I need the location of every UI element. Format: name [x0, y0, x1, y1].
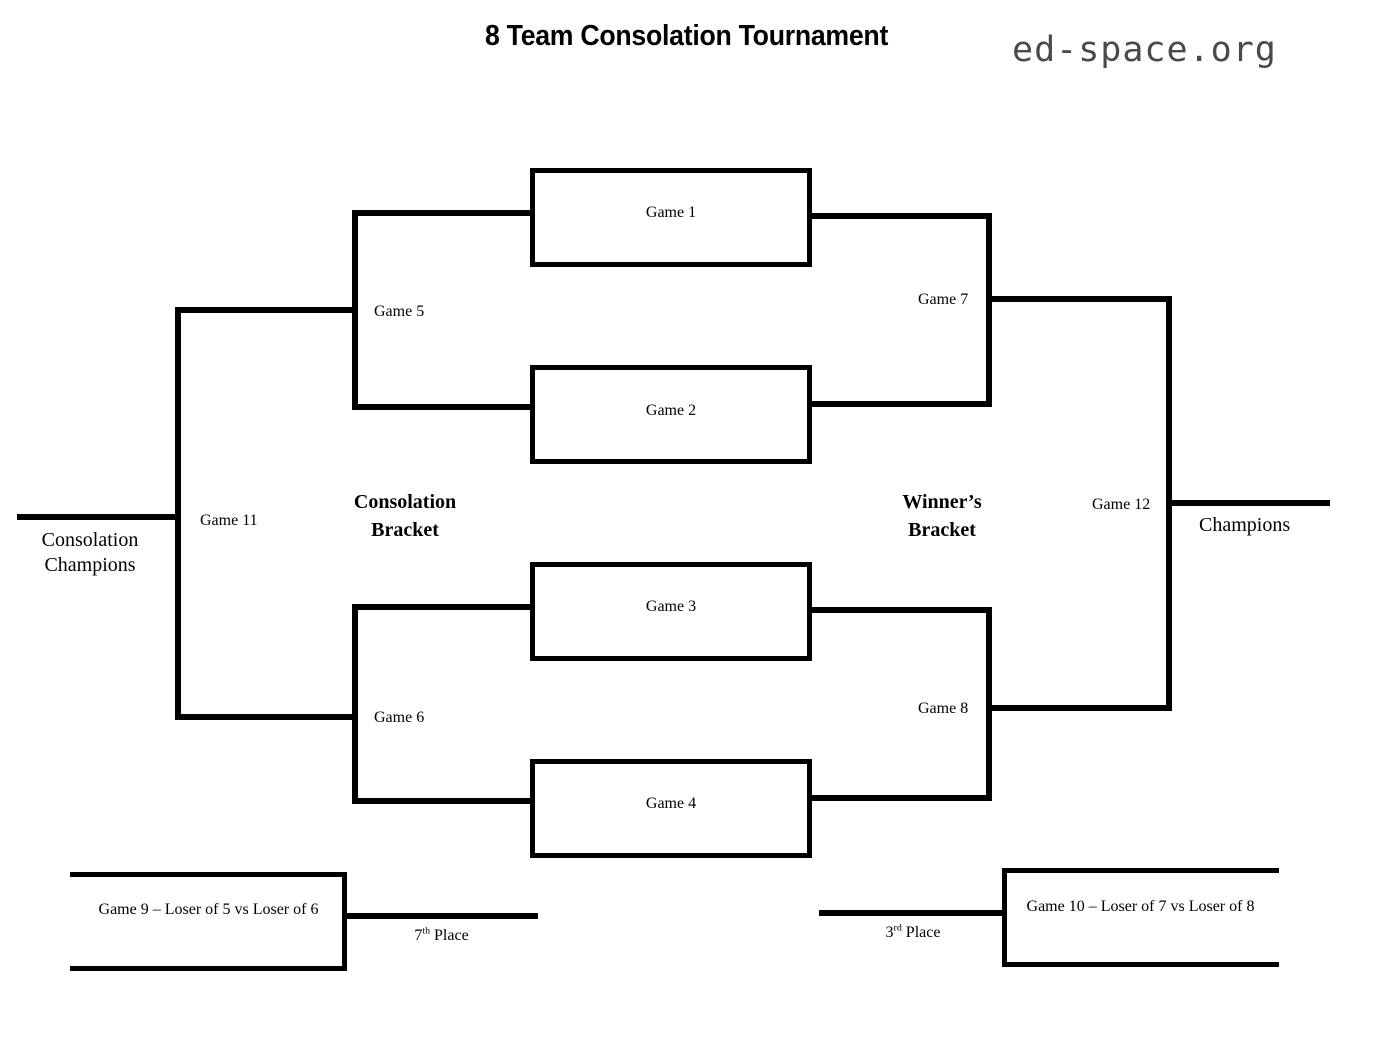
third-place-arm	[819, 910, 1007, 916]
seventh-place-ordinal: th	[422, 925, 431, 937]
third-place-number: 3	[885, 924, 894, 941]
game-box-9[interactable]	[70, 872, 347, 971]
consolation-champions-line-1: Consolation	[41, 529, 139, 551]
game-12-label: Game 12	[1092, 496, 1151, 513]
game-6-bottom-arm	[352, 798, 532, 804]
game-4-label: Game 4	[645, 795, 697, 812]
winners-bracket-label: Winner’s Bracket	[862, 488, 1022, 544]
game-box-3[interactable]	[530, 562, 812, 661]
game-8-output-arm	[986, 705, 1172, 711]
game-7-top-arm	[810, 213, 990, 219]
consolation-bracket-label: Consolation Bracket	[325, 488, 485, 544]
game-6-top-arm	[352, 604, 532, 610]
seventh-place-label: 7th Place	[345, 926, 538, 946]
game-box-1[interactable]	[530, 168, 812, 267]
game-11-spine	[175, 307, 181, 720]
game-7-bottom-arm	[810, 401, 990, 407]
game-8-bottom-arm	[810, 795, 990, 801]
game-5-output-arm	[175, 307, 355, 313]
winners-bracket-line-1: Winner’s	[902, 491, 982, 513]
game-6-spine	[352, 604, 358, 804]
game-7-spine	[986, 213, 992, 407]
game-2-label: Game 2	[645, 402, 697, 419]
page-title: 8 Team Consolation Tournament	[484, 20, 889, 52]
game-3-label: Game 3	[645, 598, 697, 615]
consolation-bracket-line-1: Consolation	[353, 491, 457, 513]
seventh-place-number: 7	[414, 927, 423, 944]
game-11-label: Game 11	[200, 512, 258, 529]
seventh-place-word: Place	[434, 927, 469, 944]
game-8-spine	[986, 607, 992, 801]
game-box-2[interactable]	[530, 365, 812, 464]
game-5-label: Game 5	[374, 303, 425, 320]
game-12-output-arm	[1166, 500, 1330, 506]
third-place-label: 3rd Place	[819, 923, 1007, 943]
game-6-label: Game 6	[374, 709, 425, 726]
third-place-word: Place	[905, 924, 941, 941]
game-box-4[interactable]	[530, 759, 812, 858]
game-box-10[interactable]	[1002, 868, 1279, 967]
consolation-champions-line-2: Champions	[44, 554, 136, 576]
game-5-top-arm	[352, 210, 532, 216]
consolation-bracket-line-2: Bracket	[371, 519, 439, 541]
game-7-label: Game 7	[918, 291, 969, 308]
champions-label: Champions	[1199, 514, 1291, 536]
third-place-ordinal: rd	[893, 922, 902, 934]
game-11-output-arm	[17, 514, 181, 520]
seventh-place-arm	[345, 913, 538, 919]
game-10-label: Game 10 – Loser of 7 vs Loser of 8	[1026, 898, 1255, 915]
game-5-spine	[352, 210, 358, 410]
site-watermark: ed-space.org	[1012, 30, 1277, 70]
game-7-output-arm	[986, 296, 1172, 302]
winners-bracket-line-2: Bracket	[908, 519, 976, 541]
game-5-bottom-arm	[352, 404, 532, 410]
game-1-label: Game 1	[645, 204, 697, 221]
consolation-champions-label: Consolation Champions	[10, 528, 170, 578]
game-6-output-arm	[175, 714, 355, 720]
game-8-top-arm	[810, 607, 990, 613]
game-8-label: Game 8	[918, 700, 969, 717]
game-9-label: Game 9 – Loser of 5 vs Loser of 6	[98, 901, 319, 918]
